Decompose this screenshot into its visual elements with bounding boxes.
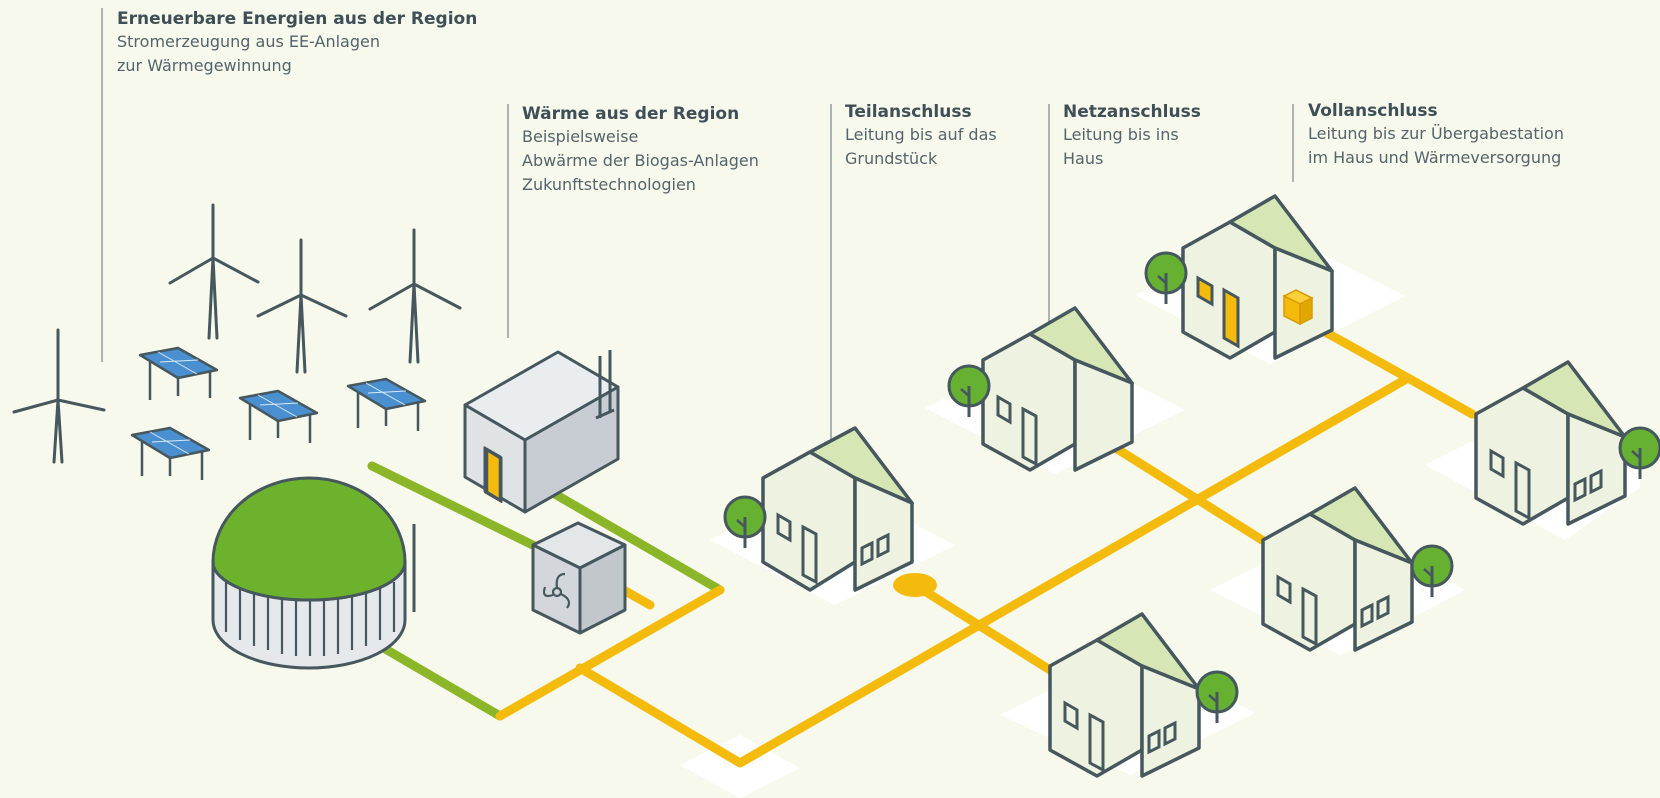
wind-turbine-icon (256, 238, 348, 374)
wind-turbine-icon (12, 328, 106, 464)
plant-door (485, 447, 502, 503)
label-title: Wärme aus der Region (522, 104, 740, 124)
tree-icon (1618, 426, 1660, 479)
solar-panel-icon (138, 346, 219, 400)
house-icon (1474, 360, 1627, 526)
leader-lines (101, 8, 1294, 448)
label-line: im Haus und Wärmeversorgung (1308, 148, 1562, 167)
house-icon (1181, 194, 1334, 360)
biogas-plant-icon (211, 476, 416, 670)
label-title: Vollanschluss (1308, 101, 1438, 121)
tree-icon (1410, 544, 1454, 597)
label-regional-heat: Wärme aus der Region Beispielsweise Abwä… (522, 103, 759, 197)
label-line: Leitung bis auf das (845, 125, 997, 144)
label-full-connection: Vollanschluss Leitung bis zur Übergabest… (1308, 100, 1564, 170)
wind-turbine-icon (168, 203, 260, 340)
house-icon (1048, 612, 1201, 778)
tree-icon (723, 495, 767, 548)
label-line: Leitung bis ins (1063, 125, 1179, 144)
solar-panel-icon (130, 426, 211, 480)
house-icon (981, 306, 1134, 472)
yellow-pipes (495, 313, 1477, 768)
tree-icon (1195, 670, 1239, 723)
label-line: Haus (1063, 149, 1104, 168)
transfer-station-icon (1282, 289, 1314, 326)
label-line: Grundstück (845, 149, 938, 168)
label-renewable-energy: Erneuerbare Energien aus der Region Stro… (117, 8, 477, 78)
label-partial-connection: Teilanschluss Leitung bis auf das Grunds… (845, 101, 997, 171)
label-network-connection: Netzanschluss Leitung bis ins Haus (1063, 101, 1201, 171)
solar-panel-icon (238, 389, 319, 443)
tree-icon (1144, 251, 1188, 304)
house-icon (1261, 486, 1414, 652)
label-title: Erneuerbare Energien aus der Region (117, 9, 478, 29)
label-line: zur Wärmegewinnung (117, 56, 292, 75)
wind-turbines (12, 203, 462, 464)
fan-unit-icon (531, 521, 627, 635)
trees (723, 251, 1660, 723)
label-line: Abwärme der Biogas-Anlagen (522, 151, 759, 170)
label-line: Leitung bis zur Übergabestation (1308, 124, 1564, 143)
wind-turbine-icon (368, 228, 462, 364)
tree-icon (947, 364, 991, 417)
label-line: Zukunftstechnologien (522, 175, 696, 194)
label-line: Stromerzeugung aus EE-Anlagen (117, 32, 380, 51)
houses (761, 194, 1627, 778)
solar-panel-icon (346, 377, 427, 431)
label-title: Teilanschluss (845, 102, 972, 122)
label-title: Netzanschluss (1063, 102, 1201, 122)
solar-panels (130, 346, 427, 480)
house-icon (761, 426, 914, 592)
label-line: Beispielsweise (522, 127, 639, 146)
